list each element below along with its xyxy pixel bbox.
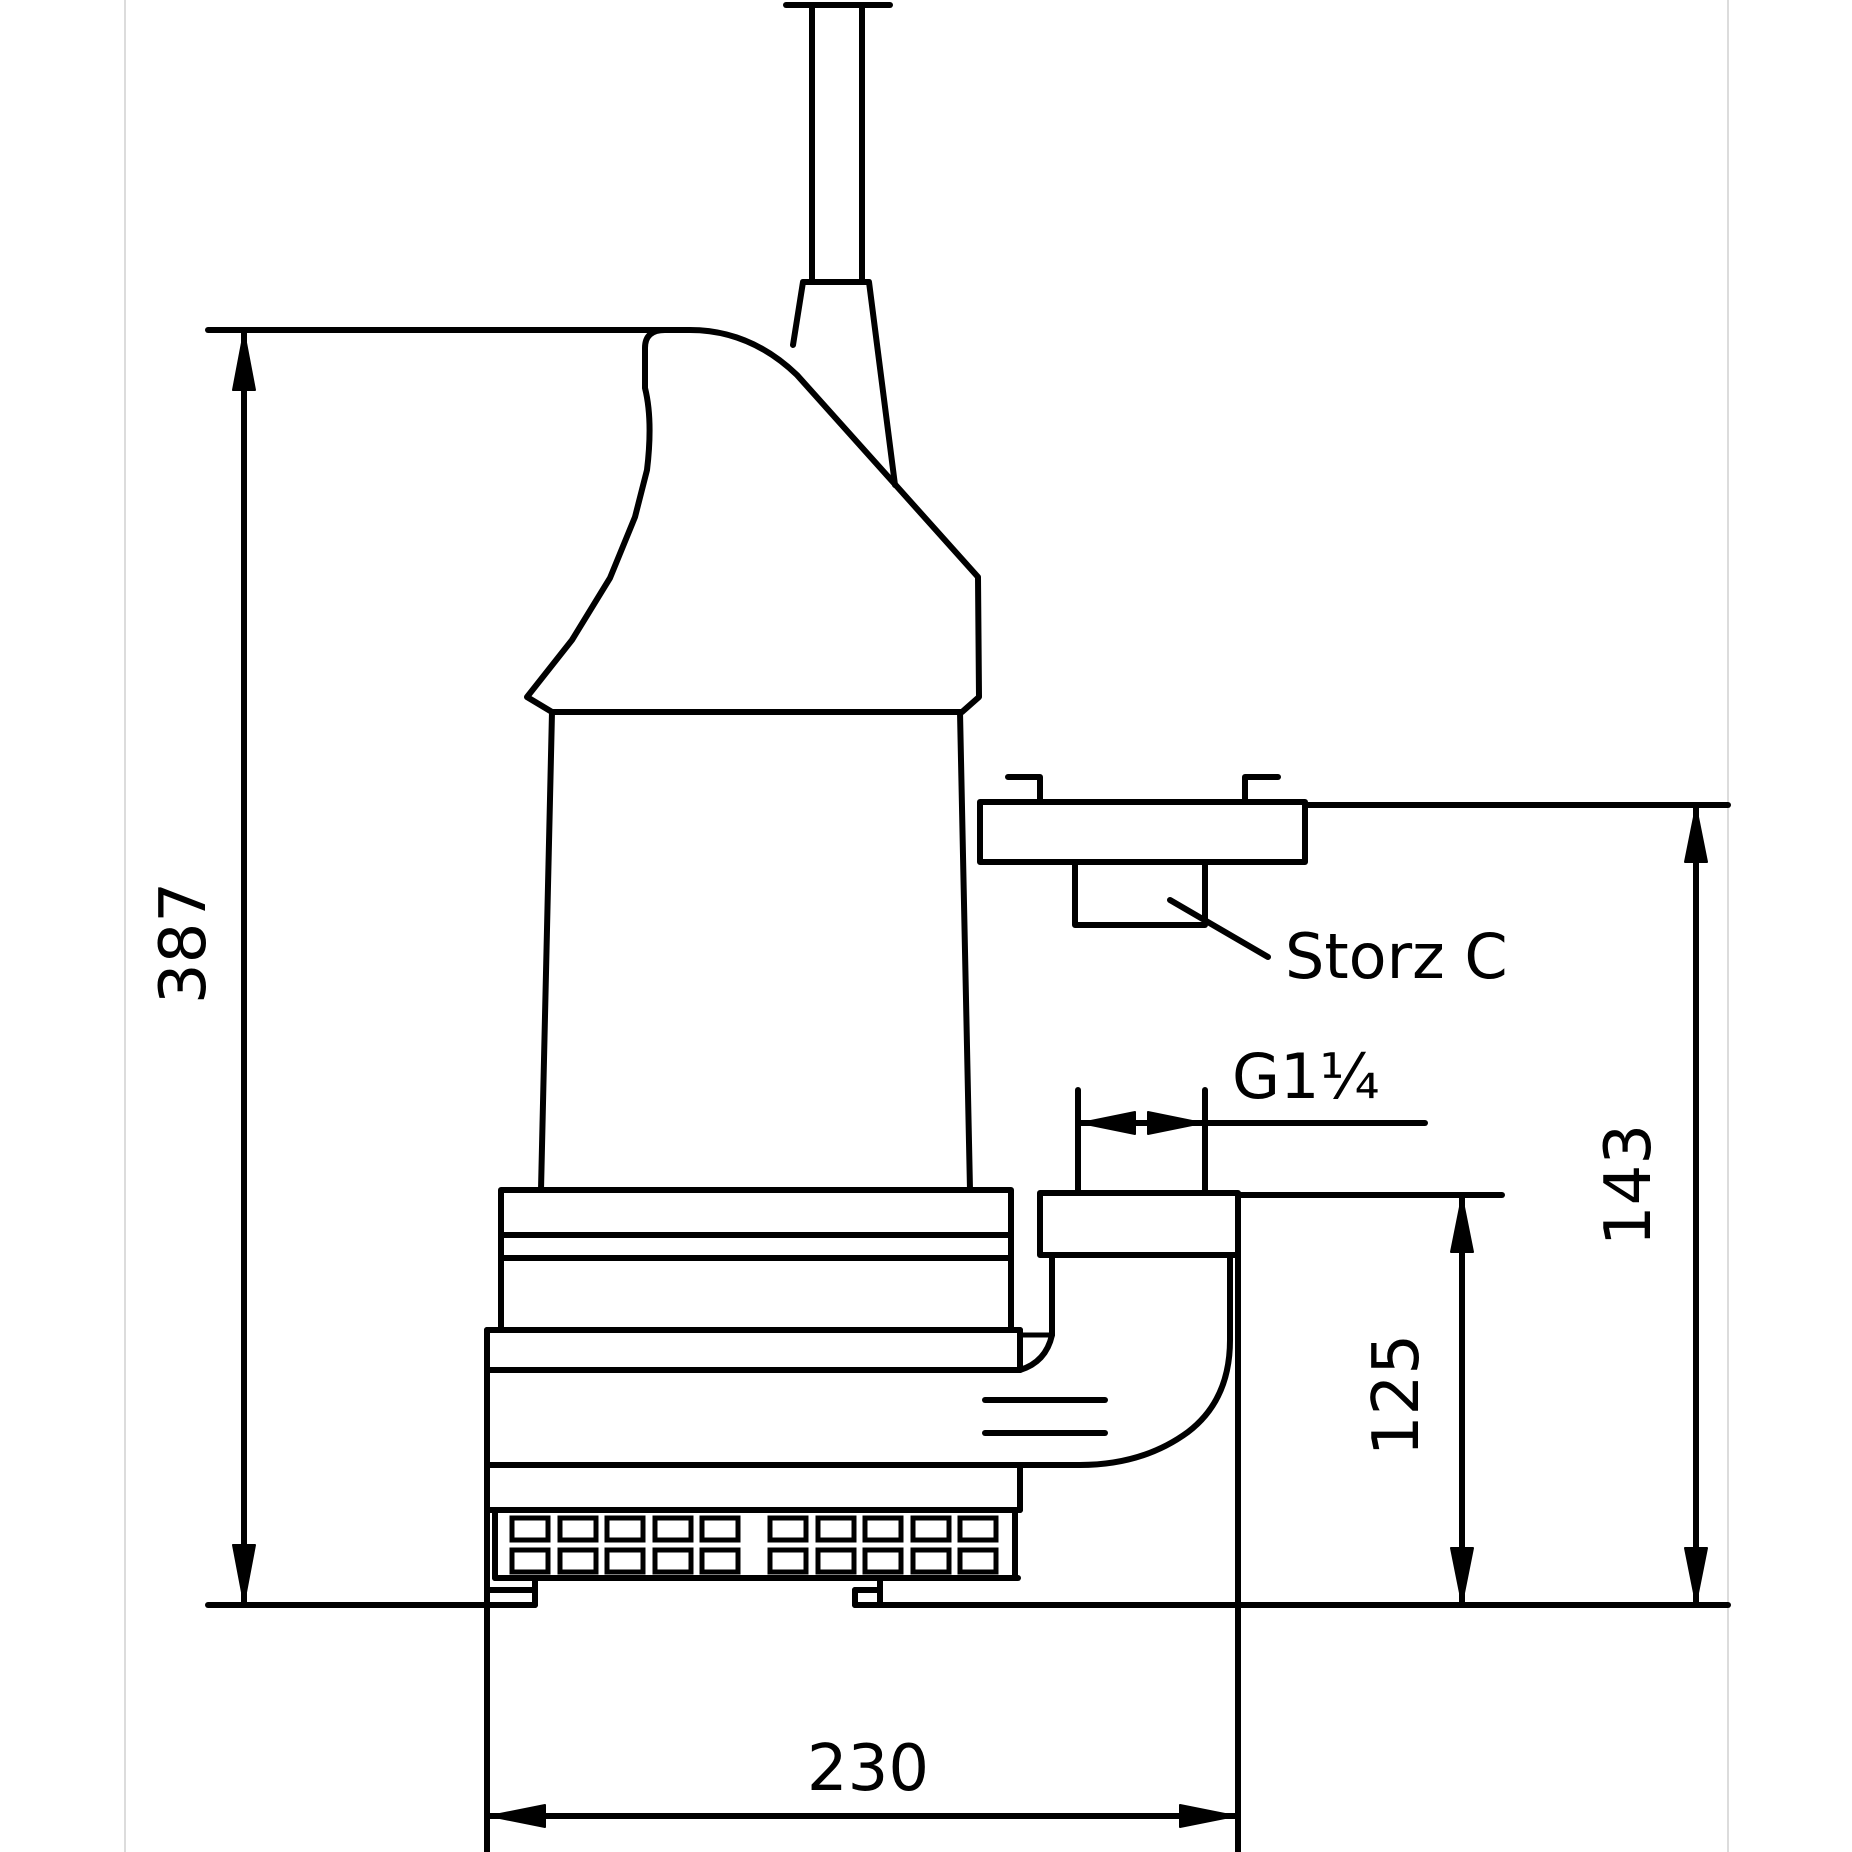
arrow-head-right bbox=[1179, 1804, 1236, 1828]
arrow-head-down bbox=[232, 1544, 256, 1604]
strainer-slot bbox=[767, 1547, 809, 1575]
arrow-head-down bbox=[1684, 1547, 1708, 1604]
strainer-slot bbox=[957, 1547, 999, 1575]
strainer-slot bbox=[699, 1515, 741, 1543]
arrow-head-left bbox=[1080, 1111, 1136, 1135]
strainer-base bbox=[484, 1507, 1021, 1608]
discharge-elbow bbox=[1017, 1252, 1233, 1468]
strainer-slot bbox=[509, 1547, 551, 1575]
strainer-slot bbox=[604, 1515, 646, 1543]
dimension-label-storz-height: 143 bbox=[1592, 1124, 1666, 1246]
strainer-slot bbox=[767, 1515, 809, 1543]
cable-gland bbox=[790, 279, 898, 488]
dimension-label-overall-height: 387 bbox=[147, 882, 221, 1004]
arrow-head-down bbox=[1450, 1547, 1474, 1604]
strainer-slot bbox=[862, 1515, 904, 1543]
strainer-slot bbox=[957, 1515, 999, 1543]
pump-outline bbox=[484, 2, 1308, 1608]
dimension-label-base-width: 230 bbox=[807, 1732, 929, 1806]
dimension-overall-height: 387 bbox=[147, 327, 691, 1608]
arrow-head-right bbox=[1147, 1111, 1203, 1135]
storz-coupling bbox=[977, 774, 1308, 928]
strainer-slot bbox=[815, 1515, 857, 1543]
storz-label: Storz C bbox=[1285, 920, 1508, 993]
arrow-head-up bbox=[1450, 1196, 1474, 1253]
power-cable bbox=[783, 2, 893, 285]
strainer-slot bbox=[652, 1515, 694, 1543]
strainer-slot bbox=[509, 1515, 551, 1543]
dimension-label-thread-height: 125 bbox=[1360, 1334, 1434, 1456]
strainer-slot bbox=[910, 1547, 952, 1575]
dimension-thread-height: 125 bbox=[1235, 1192, 1505, 1606]
housing-bands bbox=[498, 1187, 1014, 1333]
thread-size-label: G1¼ bbox=[1232, 1040, 1380, 1113]
pump-casing bbox=[484, 1327, 1108, 1593]
motor-head bbox=[524, 327, 982, 715]
arrow-head-up bbox=[232, 331, 256, 391]
thread-size-callout: G1¼ bbox=[1075, 1040, 1428, 1196]
dimension-base-width: 230 bbox=[484, 1252, 1241, 1852]
strainer-slot bbox=[604, 1547, 646, 1575]
motor-housing bbox=[538, 709, 973, 1193]
storz-callout: Storz C bbox=[1167, 897, 1508, 993]
arrow-head-left bbox=[489, 1804, 546, 1828]
strainer-slot bbox=[557, 1515, 599, 1543]
strainer-slot bbox=[862, 1547, 904, 1575]
dimension-storz-height: 143 bbox=[1302, 802, 1731, 1606]
strainer-slot bbox=[699, 1547, 741, 1575]
leader-line bbox=[1167, 897, 1271, 960]
thread-outlet-flange bbox=[1037, 1190, 1241, 1258]
strainer-slot bbox=[652, 1547, 694, 1575]
strainer-slot bbox=[910, 1515, 952, 1543]
arrow-head-up bbox=[1684, 806, 1708, 863]
strainer-slot bbox=[557, 1547, 599, 1575]
strainer-slot bbox=[815, 1547, 857, 1575]
